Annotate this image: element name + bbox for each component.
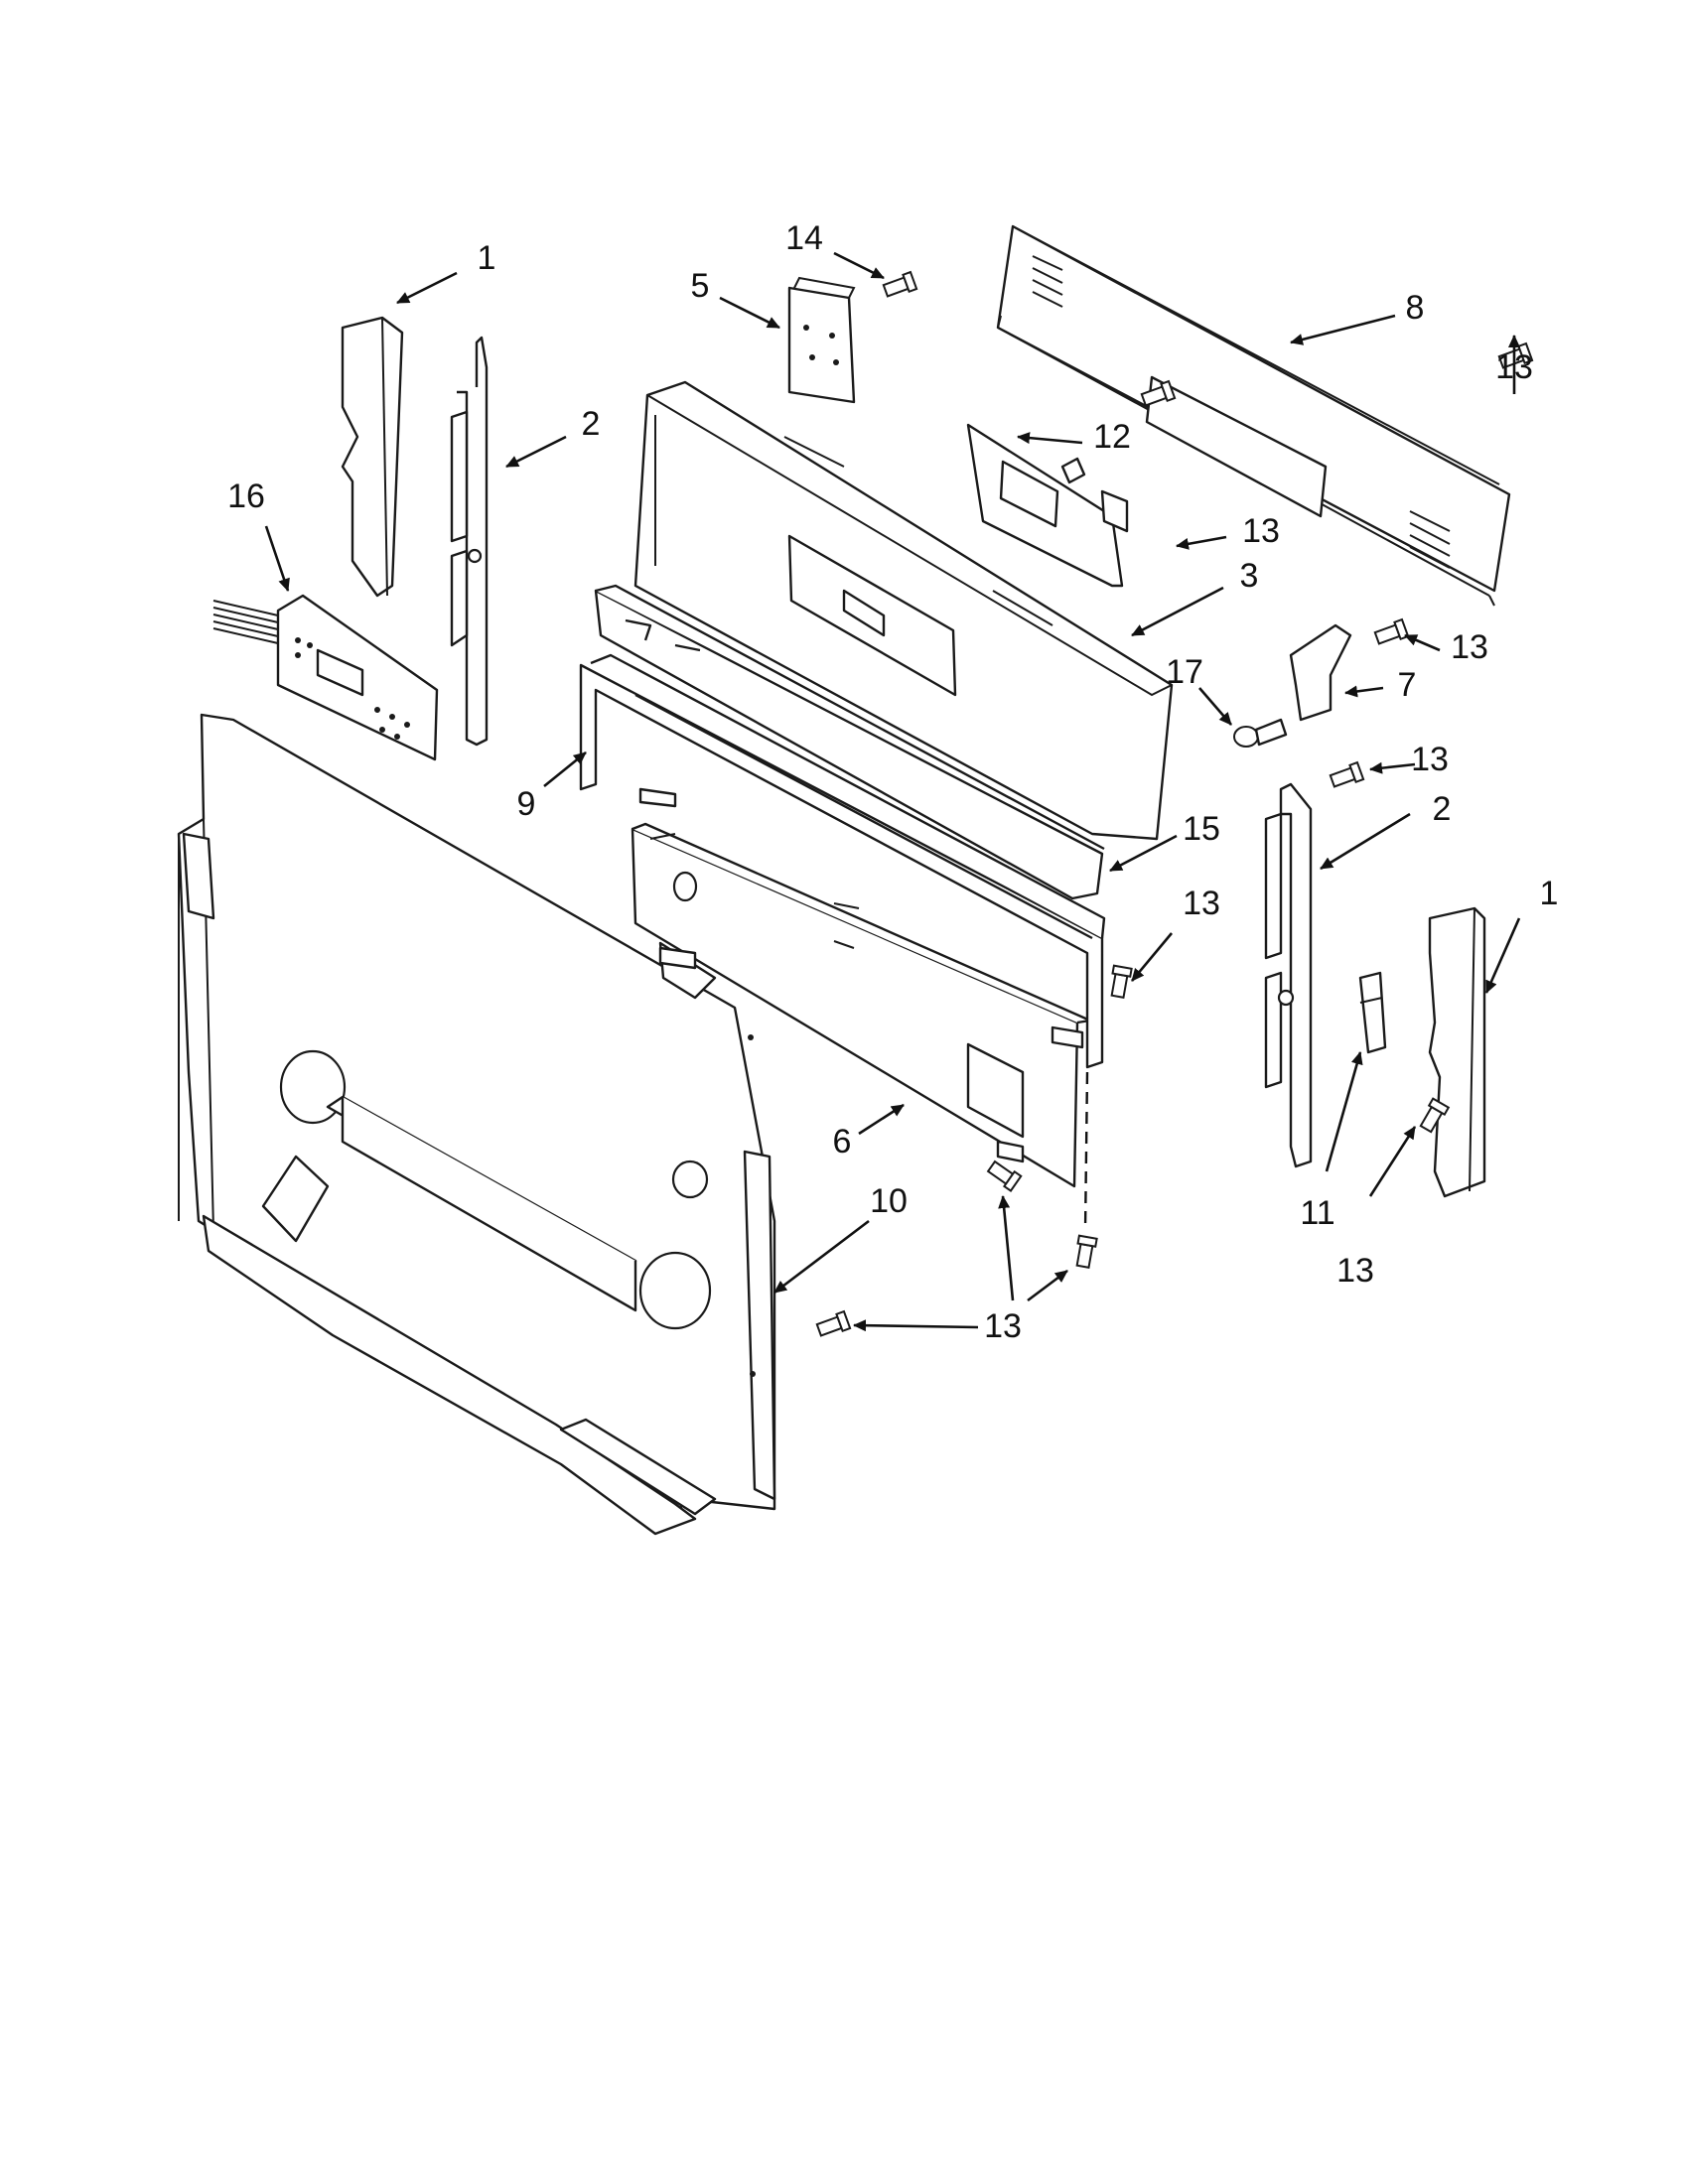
control-bracket-part-6 <box>631 822 1092 1188</box>
callout-5: 5 <box>691 267 710 305</box>
screws <box>815 270 1534 1337</box>
side-bracket-left-part-2 <box>450 336 489 747</box>
callout-13-bracket7: 13 <box>1451 628 1488 666</box>
screw-13-console <box>1110 964 1133 999</box>
callout-2-left: 2 <box>582 405 601 443</box>
callout-12: 12 <box>1093 418 1131 456</box>
callout-13-right-trim: 13 <box>1336 1252 1374 1290</box>
side-trim-left-part-1 <box>341 316 404 598</box>
leader-lines <box>264 251 1521 1332</box>
callout-14: 14 <box>785 219 823 257</box>
bracket-part-7 <box>1289 623 1352 722</box>
callout-7: 7 <box>1398 666 1417 704</box>
screw-13-side-right <box>1329 760 1365 788</box>
callout-10: 10 <box>870 1182 908 1220</box>
screw-13-lower <box>1075 1234 1098 1269</box>
console-part-3 <box>633 380 1174 841</box>
screw-13-bracket7 <box>1373 617 1410 645</box>
console-bracket-part-15 <box>594 584 1105 900</box>
screw-13-right-trim <box>1419 1097 1451 1134</box>
callout-17: 17 <box>1166 653 1203 691</box>
side-bracket-right-part-2 <box>1264 782 1313 1168</box>
knob-part-17 <box>1233 718 1288 748</box>
callout-13-top-right: 13 <box>1495 348 1533 386</box>
assembly-line <box>1083 1071 1089 1232</box>
callout-labels: 1 1 2 2 3 5 6 7 8 9 10 11 12 13 13 13 13… <box>227 219 1558 1345</box>
callout-1-right: 1 <box>1540 875 1559 912</box>
callout-8: 8 <box>1406 289 1425 327</box>
screw-13-board <box>1140 379 1177 407</box>
screw-14 <box>882 270 918 298</box>
callout-13-lower: 13 <box>984 1307 1022 1345</box>
side-trim-right-part-1 <box>1428 906 1486 1198</box>
back-panel-part-10 <box>177 713 776 1536</box>
board-part-5 <box>787 276 856 404</box>
callout-1-left: 1 <box>478 239 496 277</box>
callout-11: 11 <box>1300 1194 1334 1232</box>
callout-13-console: 13 <box>1183 885 1220 922</box>
clip-part-11 <box>1358 971 1387 1054</box>
channel-bracket-part-9 <box>579 653 1106 1069</box>
callout-15: 15 <box>1183 810 1220 848</box>
callout-16: 16 <box>227 478 265 515</box>
callout-6: 6 <box>833 1123 852 1160</box>
screw-13-bracket6 <box>986 1160 1023 1192</box>
callout-2-right: 2 <box>1433 790 1452 828</box>
overlay-part-16 <box>212 594 439 761</box>
callout-13-board: 13 <box>1242 512 1280 550</box>
callout-3: 3 <box>1240 557 1259 595</box>
callout-9: 9 <box>517 785 536 823</box>
callout-13-side-right: 13 <box>1411 741 1449 778</box>
control-board-part-12 <box>966 423 1129 588</box>
screw-13-back-panel <box>815 1309 852 1337</box>
rear-cover-part-8 <box>996 224 1511 607</box>
